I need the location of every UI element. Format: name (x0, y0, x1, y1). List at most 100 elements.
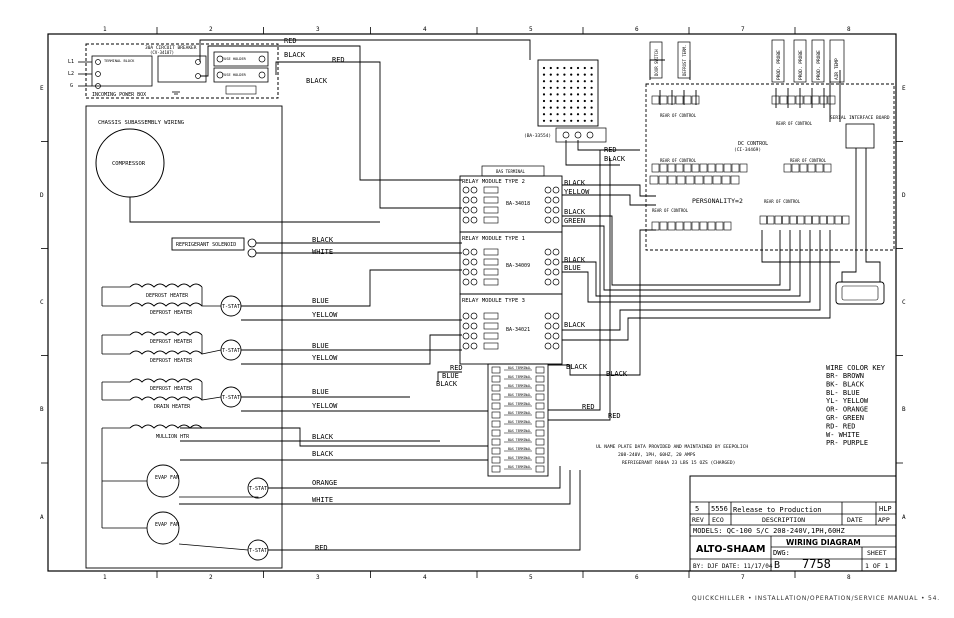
approver: HLP (879, 505, 892, 513)
color-key-entry: OR- ORANGE (826, 406, 868, 414)
wire-label-red-3: RED (315, 544, 328, 552)
wire-label-black-12: BLACK (606, 370, 628, 378)
controller-part: (CI-34469) (734, 147, 761, 153)
tstat-1-label: T-STAT (222, 304, 240, 310)
sheet-value: 1 OF 1 (865, 562, 889, 570)
zone-row-B-left: B (40, 406, 44, 413)
wire-label-blue-4: BLUE (442, 372, 459, 380)
wire-label-black-2: BLACK (306, 77, 328, 85)
relay-terminals (462, 186, 560, 350)
wire-label-green: GREEN (564, 217, 585, 225)
zone-col-2-bottom: 2 (209, 574, 213, 581)
keypad-part: (BA-33554) (524, 133, 551, 139)
drain-heater-element (129, 396, 203, 401)
chassis-title: CHASSIS SUBASSEMBLY WIRING (98, 120, 184, 126)
wire-labels: RED BLACK RED BLACK BLACK WHITE BLUE YEL… (284, 37, 628, 552)
keypad: (BA-33554) (524, 59, 607, 143)
wire-label-blue-5: BLUE (564, 264, 581, 272)
strip-terminal-label: BAS TERMINAL (508, 420, 531, 424)
chassis-subassembly: CHASSIS SUBASSEMBLY WIRING COMPRESSOR RE… (85, 105, 283, 569)
evap-fan-2 (146, 511, 180, 545)
strip-terminal-label: BAS TERMINAL (508, 438, 531, 442)
zone-col-8-top: 8 (847, 26, 851, 33)
strip-terminal-label: BAS TERMINAL (508, 375, 531, 379)
breaker-part: (CV-34187) (150, 50, 174, 55)
zone-row-C-left: C (40, 299, 44, 306)
defrost-heater-4-element (129, 350, 203, 355)
color-key-entry: BR- BROWN (826, 372, 864, 380)
title-block: 5 5556 Release to Production HLP REV ECO… (689, 475, 897, 572)
color-key-entry: PR- PURPLE (826, 439, 868, 447)
rear-label-5: REAR OF CONTROL (652, 208, 689, 213)
note-plate: UL NAME PLATE DATA PROVIDED AND MAINTAIN… (596, 444, 748, 450)
keypad-dots (542, 66, 594, 139)
relay-modules: BAS TERMINAL RELAY MODULE TYPE 2 BA-3401… (459, 165, 563, 365)
controller-terminals (649, 95, 850, 231)
zone-col-6-bottom: 6 (635, 574, 639, 581)
wire-label-black-13: BLACK (604, 155, 626, 163)
incoming-power-box: 30A CIRCUIT BREAKER (CV-34187) TERMINAL … (68, 43, 279, 99)
zone-row-D-right: D (902, 192, 906, 199)
drain-heater-label: DRAIN HEATER (154, 404, 191, 410)
wire-label-black-10: BLACK (564, 321, 586, 329)
wire-label-black-1: BLACK (284, 51, 306, 59)
input-g: G (70, 83, 73, 89)
zone-col-7-top: 7 (741, 26, 745, 33)
drawn-by: BY: DJF DATE: 11/17/04 (693, 563, 773, 570)
zone-col-4-bottom: 4 (423, 574, 427, 581)
db9-connector (835, 281, 885, 305)
evap-fan-1 (146, 464, 180, 498)
fuse-holder-a: FUSE HOLDER (222, 57, 247, 61)
wire-label-red-1: RED (284, 37, 297, 45)
notes: UL NAME PLATE DATA PROVIDED AND MAINTAIN… (596, 444, 748, 466)
wire-label-white-2: WHITE (312, 496, 333, 504)
color-key-entry: BK- BLACK (826, 380, 865, 388)
zone-row-A-right: A (902, 514, 906, 521)
wire-label-red-7: RED (604, 146, 617, 154)
sensor-door-switch: DOOR SWITCH (654, 49, 659, 76)
sheet-label: SHEET (867, 549, 887, 557)
zone-col-1-top: 1 (103, 26, 107, 33)
wire-label-black-6: BLACK (436, 380, 458, 388)
zone-row-D-left: D (40, 192, 44, 199)
wire-label-black-8: BLACK (564, 208, 586, 216)
terminal-block-label: TERMINAL BLOCK (104, 59, 135, 63)
rev-value: 5 (695, 505, 699, 513)
dwg-prefix: B (774, 560, 780, 571)
wire-label-black-5: BLACK (312, 450, 334, 458)
page-footer: QUICKCHILLER • INSTALLATION/OPERATION/SE… (691, 595, 940, 602)
strip-terminal-label: BAS TERMINAL (508, 429, 531, 433)
solenoid-label: REFRIGERANT SOLENOID (176, 242, 236, 248)
hdr-description: DESCRIPTION (762, 516, 805, 524)
probe-2: PROD. PROBE (798, 50, 804, 80)
solenoid-symbol (171, 237, 245, 251)
eco-value: 5556 (711, 505, 728, 513)
strip-terminal-label: BAS TERMINAL (508, 402, 531, 406)
terminal-strip: BAS TERMINAL BAS TERMINAL BAS TERMINAL BAS … (487, 363, 549, 477)
zone-col-6-top: 6 (635, 26, 639, 33)
evap-fan-1-label: EVAP FAN (155, 475, 179, 481)
wire-label-black-7: BLACK (564, 179, 586, 187)
tstat-2-label: T-STAT (222, 348, 240, 354)
serial-board-label: SERIAL INTERFACE BOARD (830, 115, 890, 121)
defrost-heater-2-element (129, 302, 203, 307)
rear-label-3: REAR OF CONTROL (660, 158, 697, 163)
strip-terminal-label: BAS TERMINAL (508, 366, 531, 370)
controller: DC CONTROL (CI-34469) PERSONALITY=2 REAR… (645, 39, 895, 305)
relay-2-title: RELAY MODULE TYPE 1 (462, 236, 525, 242)
defrost-heater-2-label: DEFROST HEATER (150, 310, 193, 316)
rear-label-6: REAR OF CONTROL (764, 199, 801, 204)
probe-3: PROD. PROBE (816, 50, 822, 80)
zone-row-B-right: B (902, 406, 906, 413)
revision-description: Release to Production (733, 506, 822, 514)
wire-label-orange: ORANGE (312, 479, 337, 487)
zone-row-C-right: C (902, 299, 906, 306)
strip-terminal-label: BAS TERMINAL (508, 456, 531, 460)
dwg-label: DWG: (773, 549, 790, 557)
models-line: MODELS: QC-100 S/C 208-240V,1PH,60HZ (693, 527, 845, 535)
color-key-title: WIRE COLOR KEY (826, 364, 886, 372)
defrost-heater-4-label: DEFROST HEATER (150, 358, 193, 364)
zone-col-5-bottom: 5 (529, 574, 533, 581)
defrost-heater-5-element (129, 378, 203, 383)
